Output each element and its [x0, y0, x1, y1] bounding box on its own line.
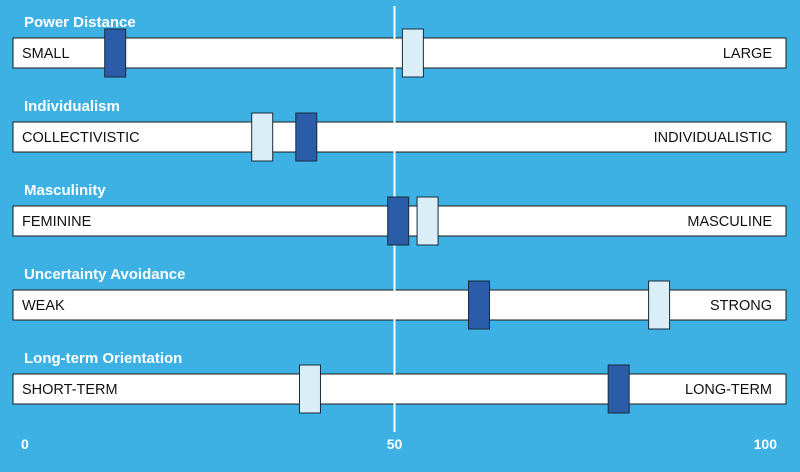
high-end-label: LONG-TERM — [685, 382, 772, 398]
light-marker — [648, 280, 671, 330]
high-end-label: STRONG — [710, 298, 772, 314]
dimension-title: Power Distance — [24, 14, 136, 31]
x-tick-label: 100 — [754, 436, 778, 452]
dark-marker — [468, 280, 491, 330]
dimension-title: Individualism — [24, 98, 120, 115]
low-end-label: SMALL — [22, 46, 70, 62]
high-end-label: INDIVIDUALISTIC — [654, 130, 772, 146]
low-end-label: COLLECTIVISTIC — [22, 130, 140, 146]
dimension-title: Masculinity — [24, 182, 106, 199]
dark-marker — [295, 112, 318, 162]
light-marker — [251, 112, 274, 162]
scale-bar — [12, 121, 787, 153]
dark-marker — [104, 28, 127, 78]
light-marker — [401, 28, 424, 78]
dimension-title: Long-term Orientation — [24, 350, 182, 367]
dimension-title: Uncertainty Avoidance — [24, 266, 185, 283]
light-marker — [416, 196, 439, 246]
low-end-label: SHORT-TERM — [22, 382, 118, 398]
high-end-label: LARGE — [723, 46, 772, 62]
light-marker — [298, 364, 321, 414]
low-end-label: FEMININE — [22, 214, 92, 230]
dark-marker — [387, 196, 410, 246]
scale-bar — [12, 37, 787, 69]
scale-bar — [12, 373, 787, 405]
high-end-label: MASCULINE — [687, 214, 772, 230]
x-tick-label: 0 — [21, 436, 29, 452]
dark-marker — [607, 364, 630, 414]
x-tick-label: 50 — [387, 436, 403, 452]
low-end-label: WEAK — [22, 298, 65, 314]
